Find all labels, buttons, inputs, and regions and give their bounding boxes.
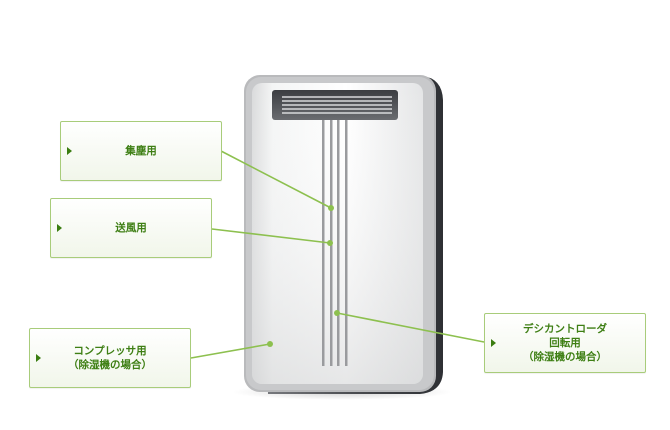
dot-air bbox=[327, 240, 333, 246]
dot-dust bbox=[328, 205, 334, 211]
callout-label-line: （除湿機の場合） bbox=[68, 359, 152, 371]
callout-label-line: 送風用 bbox=[115, 222, 147, 234]
leader-line-dust bbox=[220, 150, 332, 209]
callout-label-line: コンプレッサ用 bbox=[73, 345, 147, 357]
leader-line-air bbox=[211, 228, 331, 244]
dot-rotor bbox=[334, 310, 340, 316]
callout-arrow-icon bbox=[491, 339, 496, 347]
callout-compressor: コンプレッサ用 （除湿機の場合） bbox=[29, 328, 191, 388]
dot-compressor bbox=[267, 341, 273, 347]
callout-label-line: （除湿機の場合） bbox=[523, 351, 607, 363]
callout-desiccant-rotor: デシカントローダ 回転用 （除湿機の場合） bbox=[484, 313, 646, 373]
callout-label: 集塵用 bbox=[125, 144, 157, 158]
callout-arrow-icon bbox=[67, 147, 72, 155]
callout-air-blow: 送風用 bbox=[50, 198, 212, 258]
callout-dust-collection: 集塵用 bbox=[60, 121, 222, 181]
leader-lines bbox=[190, 150, 485, 359]
callout-label-line: デシカントローダ bbox=[523, 323, 607, 335]
leader-line-rotor bbox=[336, 312, 485, 343]
callout-label: デシカントローダ 回転用 （除湿機の場合） bbox=[523, 322, 607, 364]
callout-label: 送風用 bbox=[115, 221, 147, 235]
leader-dots bbox=[267, 205, 340, 347]
callout-arrow-icon bbox=[57, 224, 62, 232]
callout-label: コンプレッサ用 （除湿機の場合） bbox=[68, 344, 152, 372]
callout-arrow-icon bbox=[36, 354, 41, 362]
vent-slats bbox=[282, 96, 392, 114]
callout-label-line: 回転用 bbox=[549, 337, 581, 349]
leader-line-compressor bbox=[190, 343, 271, 359]
callout-label-line: 集塵用 bbox=[125, 145, 157, 157]
